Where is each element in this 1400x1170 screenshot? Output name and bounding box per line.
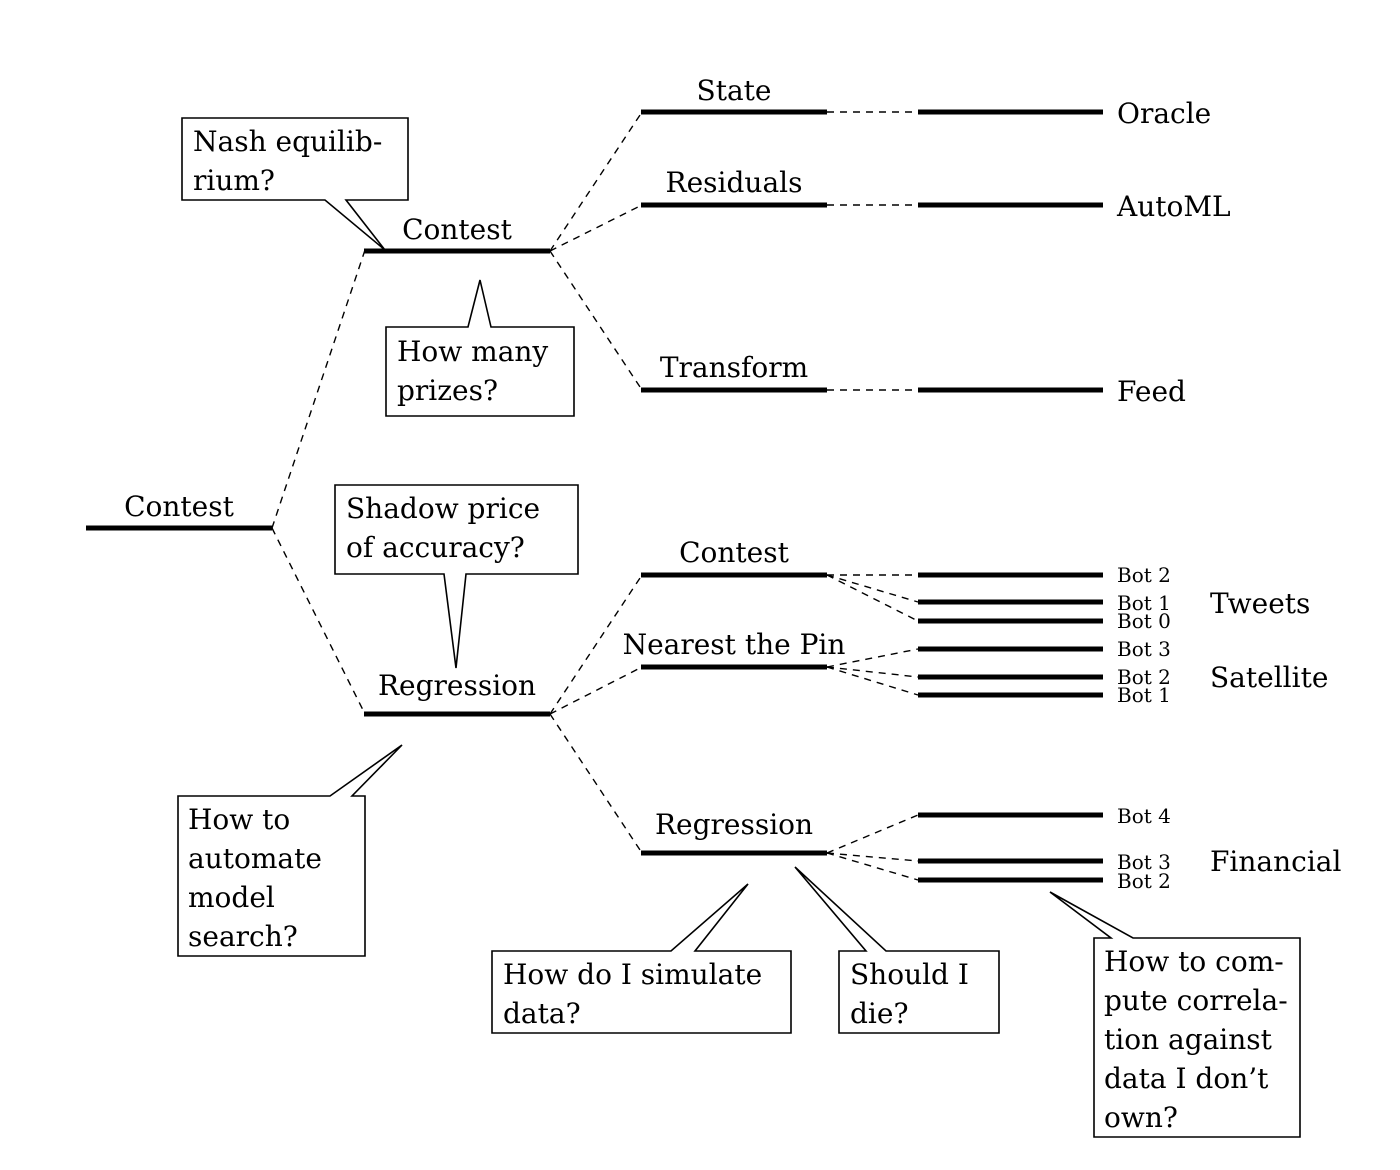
category-labels: Tweets Satellite Financial — [1210, 587, 1341, 878]
label-contest2: Contest — [679, 536, 790, 569]
callout-prizes: How many prizes? — [385, 279, 575, 417]
callout-correlation-line-4: data I don’t — [1104, 1062, 1269, 1095]
callout-simulate-shape — [491, 883, 792, 1034]
node-bars — [86, 109, 1103, 883]
callout-correlation-line-5: own? — [1104, 1101, 1178, 1134]
callout-prizes-line-2: prizes? — [397, 374, 498, 407]
dashed-connectors — [271, 111, 919, 881]
label-pin-bot3: Bot 3 — [1117, 637, 1171, 661]
callout-simulate-line-2: data? — [503, 997, 581, 1030]
callout-shadow-shape — [334, 484, 579, 669]
callout-automate-line-2: automate — [188, 842, 322, 875]
label-pin-bot1: Bot 1 — [1117, 683, 1171, 707]
callout-prizes-line-1: How many — [397, 335, 548, 368]
label-feed: Feed — [1117, 375, 1186, 408]
edge-reg2-bot4 — [826, 814, 919, 854]
callout-correlation-line-1: How to com- — [1104, 945, 1284, 978]
callout-shadow-line-2: of accuracy? — [346, 531, 525, 564]
callout-nash: Nash equilib- rium? — [181, 117, 409, 251]
label-contest-bot0: Bot 0 — [1117, 609, 1171, 633]
callout-die: Should I die? — [794, 866, 1000, 1034]
label-reg-bot4: Bot 4 — [1117, 804, 1171, 828]
edge-pin-bot1 — [826, 666, 919, 696]
node-labels: Contest Contest Regression State Residua… — [124, 74, 845, 841]
edge-reg2-bot2 — [826, 852, 919, 881]
label-contest-bot2: Bot 2 — [1117, 563, 1171, 587]
callout-die-line-2: die? — [850, 997, 908, 1030]
callout-correlation-line-3: tion against — [1104, 1023, 1273, 1056]
label-oracle: Oracle — [1117, 97, 1211, 130]
label-satellite: Satellite — [1210, 661, 1328, 694]
label-contest: Contest — [402, 213, 513, 246]
callout-automate-shape — [177, 744, 403, 957]
label-regression: Regression — [378, 669, 536, 702]
callout-shadow-line-1: Shadow price — [346, 492, 540, 525]
label-root-contest: Contest — [124, 490, 235, 523]
callout-simulate: How do I simulate data? — [491, 883, 792, 1034]
callout-nash-line-2: rium? — [193, 164, 275, 197]
callout-prizes-shape — [385, 279, 575, 417]
edge-pin-bot2 — [826, 666, 919, 678]
edge-regression-contest2 — [549, 574, 643, 715]
edge-reg2-bot3 — [826, 852, 919, 862]
label-nearest-pin: Nearest the Pin — [623, 628, 846, 661]
edge-root-contest — [271, 249, 366, 529]
label-automl: AutoML — [1116, 190, 1231, 223]
label-transform: Transform — [660, 351, 808, 384]
edge-contest2-bot1 — [826, 574, 919, 603]
callout-automate: How to automate model search? — [177, 744, 403, 957]
callout-correlation-shape — [1049, 891, 1301, 1138]
callout-nash-line-1: Nash equilib- — [193, 125, 382, 158]
edge-regression-pin — [549, 666, 643, 715]
label-tweets: Tweets — [1210, 587, 1310, 620]
edge-contest-state — [549, 111, 643, 252]
callout-simulate-line-1: How do I simulate — [503, 958, 762, 991]
callout-correlation: How to com- pute correla- tion against d… — [1049, 891, 1301, 1138]
callout-automate-line-4: search? — [188, 920, 298, 953]
label-state: State — [697, 74, 772, 107]
label-contest-bot1: Bot 1 — [1117, 591, 1171, 615]
label-financial: Financial — [1210, 845, 1341, 878]
edge-regression-regression2 — [549, 713, 643, 854]
callout-shadow: Shadow price of accuracy? — [334, 484, 579, 669]
callout-automate-line-1: How to — [188, 803, 290, 836]
outcome-labels: Oracle AutoML Feed — [1116, 97, 1231, 408]
label-regression2: Regression — [655, 808, 813, 841]
callout-nash-shape — [181, 117, 409, 251]
bot-labels: Bot 2 Bot 1 Bot 0 Bot 3 Bot 2 Bot 1 Bot … — [1117, 563, 1171, 893]
label-pin-bot2: Bot 2 — [1117, 665, 1171, 689]
label-residuals: Residuals — [666, 166, 803, 199]
callout-correlation-line-2: pute correla- — [1104, 984, 1288, 1017]
edge-pin-bot3 — [826, 648, 919, 668]
edge-contest-transform — [549, 250, 643, 391]
label-reg-bot2: Bot 2 — [1117, 869, 1171, 893]
edge-contest2-bot0 — [826, 574, 919, 622]
callout-automate-line-3: model — [188, 881, 275, 914]
edge-contest-residuals — [549, 204, 643, 252]
label-reg-bot3: Bot 3 — [1117, 850, 1171, 874]
callout-die-line-1: Should I — [850, 958, 969, 991]
callout-die-shape — [794, 866, 1000, 1034]
edge-root-regression — [271, 527, 366, 715]
